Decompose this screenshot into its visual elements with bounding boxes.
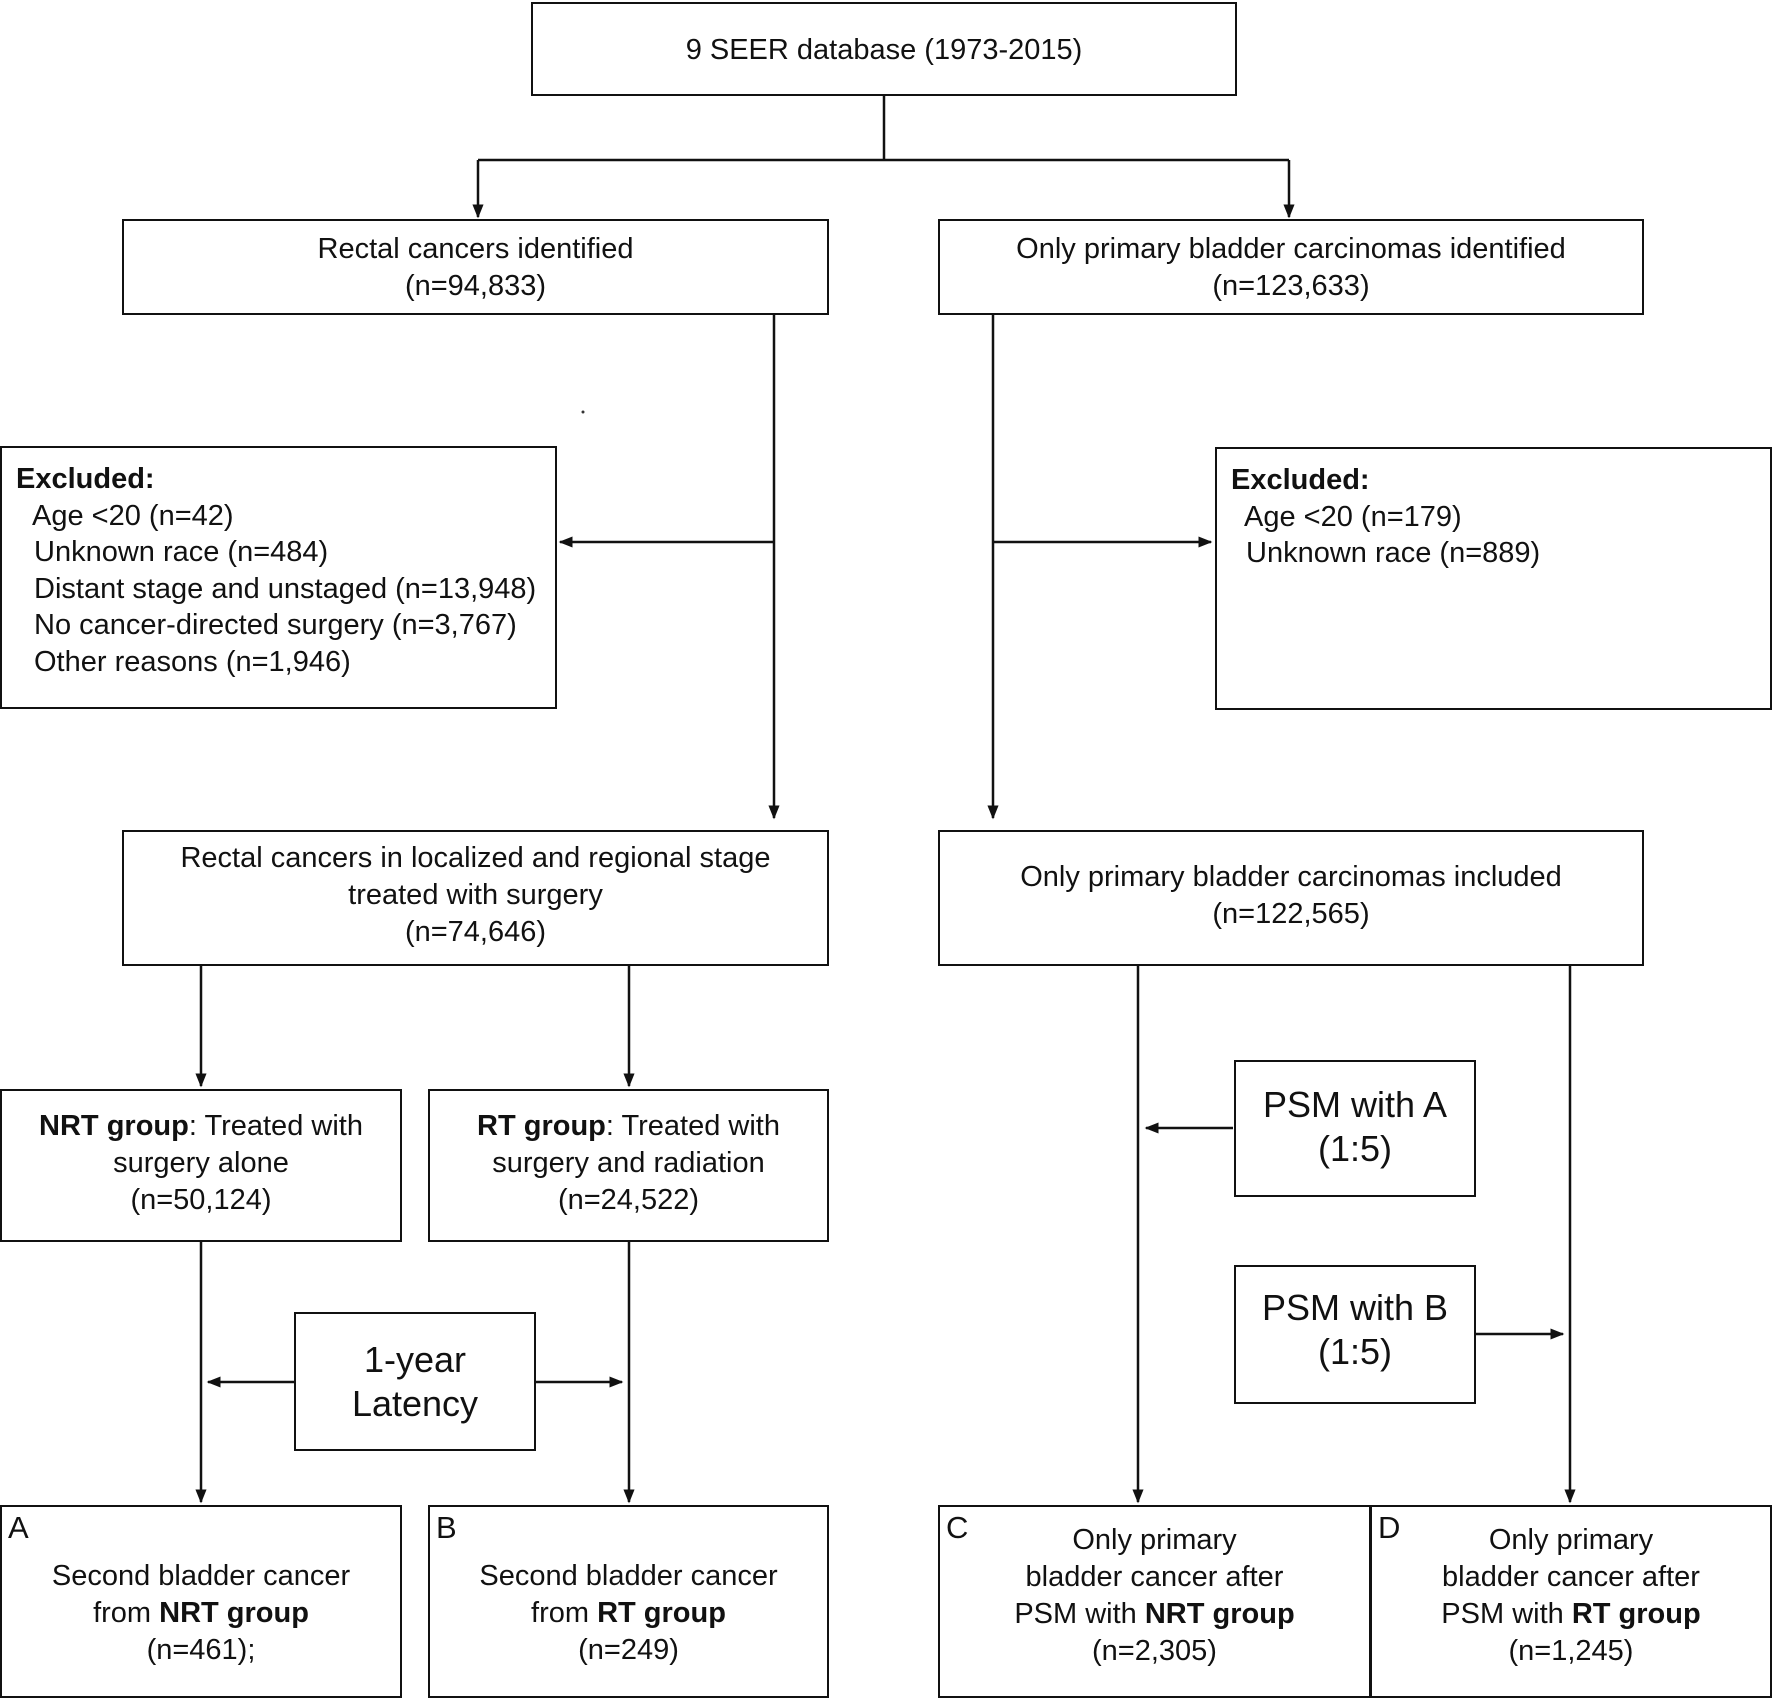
result-a-title: Second bladder cancer [51, 1560, 351, 1592]
result-b-group: RT group [597, 1597, 726, 1629]
psm-b-title: PSM with B [1261, 1287, 1449, 1328]
nrt-group-count: (n=50,124) [130, 1184, 272, 1216]
result-a-letter: A [8, 1510, 29, 1545]
latency-title: 1-year [363, 1339, 467, 1380]
result-c-line1: Only primary [1072, 1524, 1237, 1556]
rectal-excluded-box: Excluded: Age <20 (n=42) Unknown race (n… [0, 446, 557, 709]
nrt-group-desc: surgery alone [113, 1147, 289, 1179]
result-c-count: (n=2,305) [1092, 1635, 1217, 1667]
rectal-identified-box: Rectal cancers identified (n=94,833) [122, 219, 829, 315]
psm-a-box: PSM with A (1:5) [1234, 1060, 1476, 1197]
result-c-line2: bladder cancer after [1025, 1561, 1284, 1593]
rectal-included-count: (n=74,646) [404, 916, 547, 948]
bladder-excluded-heading: Excluded: [1231, 464, 1370, 496]
result-b-from: from [531, 1597, 598, 1629]
result-a-group: NRT group [159, 1597, 309, 1629]
result-c-box: C Only primary bladder cancer after PSM … [938, 1505, 1371, 1698]
result-c-group: NRT group [1144, 1598, 1295, 1630]
root-box: 9 SEER database (1973-2015) [531, 2, 1237, 96]
psm-b-box: PSM with B (1:5) [1234, 1265, 1476, 1404]
result-d-line2: bladder cancer after [1442, 1561, 1700, 1593]
result-a-from: from [93, 1597, 160, 1629]
result-d-group: RT group [1571, 1598, 1701, 1630]
rt-group-desc: surgery and radiation [492, 1147, 765, 1179]
nrt-group-label: NRT group [39, 1110, 189, 1142]
bladder-included-title: Only primary bladder carcinomas included [1020, 861, 1562, 893]
nrt-group-label-rest: : Treated with [188, 1110, 363, 1142]
nrt-group-box: NRT group: Treated with surgery alone (n… [0, 1089, 402, 1242]
psm-a-ratio: (1:5) [1317, 1128, 1393, 1169]
result-d-box: D Only primary bladder cancer after PSM … [1370, 1505, 1772, 1698]
psm-b-ratio: (1:5) [1317, 1331, 1393, 1372]
rt-group-box: RT group: Treated with surgery and radia… [428, 1089, 829, 1242]
rectal-included-box: Rectal cancers in localized and regional… [122, 830, 829, 966]
result-b-title: Second bladder cancer [479, 1560, 778, 1592]
bladder-identified-title: Only primary bladder carcinomas identifi… [1016, 233, 1566, 265]
result-d-psm: PSM with [1441, 1598, 1572, 1630]
bladder-included-box: Only primary bladder carcinomas included… [938, 830, 1644, 966]
rectal-excluded-item: Distant stage and unstaged (n=13,948) [34, 572, 537, 605]
bladder-identified-box: Only primary bladder carcinomas identifi… [938, 219, 1644, 315]
result-c-psm: PSM with [1014, 1598, 1145, 1630]
result-d-letter: D [1378, 1510, 1401, 1545]
stray-dot [581, 410, 585, 414]
rectal-included-subtitle: treated with surgery [348, 879, 603, 911]
latency-subtitle: Latency [351, 1383, 479, 1424]
bladder-identified-count: (n=123,633) [1212, 270, 1370, 302]
rt-group-label: RT group [477, 1110, 606, 1142]
result-a-count: (n=461); [146, 1634, 256, 1666]
rectal-excluded-item: Unknown race (n=484) [34, 536, 329, 568]
rt-group-count: (n=24,522) [557, 1184, 700, 1216]
result-d-count: (n=1,245) [1508, 1635, 1634, 1667]
root-label: 9 SEER database (1973-2015) [685, 34, 1083, 66]
rectal-excluded-item: Age <20 (n=42) [32, 499, 234, 532]
rectal-identified-count: (n=94,833) [404, 270, 547, 302]
bladder-excluded-item: Age <20 (n=179) [1244, 500, 1462, 533]
result-b-box: B Second bladder cancer from RT group (n… [428, 1505, 829, 1698]
result-c-letter: C [946, 1510, 969, 1545]
rectal-excluded-heading: Excluded: [16, 463, 155, 495]
result-b-count: (n=249) [578, 1634, 679, 1666]
bladder-excluded-box: Excluded: Age <20 (n=179) Unknown race (… [1215, 447, 1772, 710]
latency-box: 1-year Latency [294, 1312, 536, 1451]
result-d-line1: Only primary [1488, 1524, 1654, 1556]
rectal-excluded-item: Other reasons (n=1,946) [34, 645, 351, 678]
bladder-excluded-item: Unknown race (n=889) [1246, 537, 1541, 569]
rectal-excluded-item: No cancer-directed surgery (n=3,767) [34, 609, 517, 641]
result-b-letter: B [436, 1510, 457, 1545]
rectal-included-title: Rectal cancers in localized and regional… [180, 842, 771, 874]
psm-a-title: PSM with A [1262, 1084, 1448, 1125]
rectal-identified-title: Rectal cancers identified [317, 233, 634, 265]
result-a-box: A Second bladder cancer from NRT group (… [0, 1505, 402, 1698]
bladder-included-count: (n=122,565) [1212, 898, 1370, 930]
rt-group-label-rest: : Treated with [605, 1110, 780, 1142]
